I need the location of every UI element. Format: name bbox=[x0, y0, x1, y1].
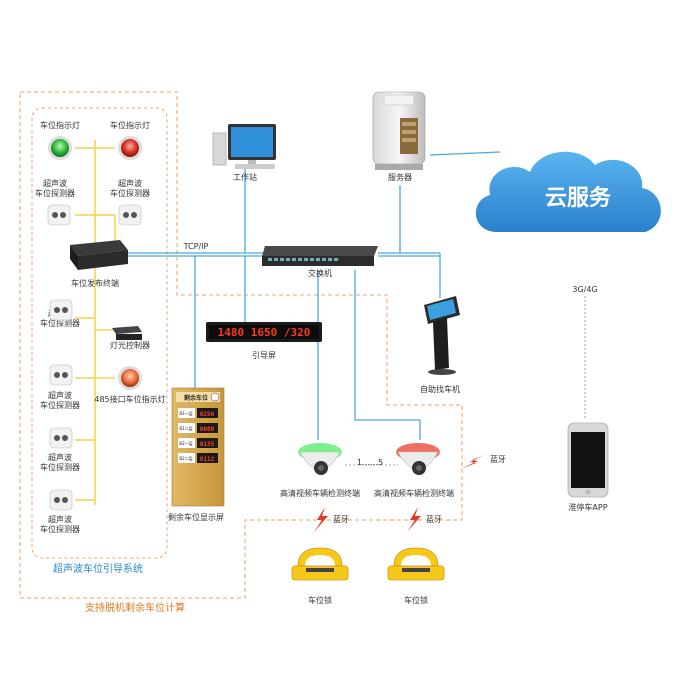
ultrasonic-detector-icon[interactable] bbox=[49, 299, 73, 321]
switch-icon[interactable] bbox=[262, 246, 378, 266]
ultrasonic-detector-icon[interactable] bbox=[49, 489, 73, 511]
switch-label: 交换机 bbox=[308, 268, 332, 278]
ultrasonic-label-6a: 超声波 bbox=[48, 514, 72, 524]
ultrasonic-label-1b: 车位探测器 bbox=[35, 188, 75, 198]
panel-row-value: 0112 bbox=[200, 456, 215, 463]
bluetooth-bolt-icon bbox=[314, 455, 484, 532]
camera-left-label: 高清视频车辆检测终端 bbox=[280, 488, 360, 498]
guide-screen-icon[interactable]: 1480 1650 /320 bbox=[206, 322, 322, 342]
indicator-light-red-icon[interactable] bbox=[118, 136, 142, 160]
ultrasonic-detector-icon[interactable] bbox=[49, 364, 73, 386]
tcpip-label: TCP/IP bbox=[183, 242, 209, 251]
light-controller-label: 灯光控制器 bbox=[110, 340, 150, 350]
panel-row-value: 0000 bbox=[200, 426, 215, 433]
phone-icon[interactable] bbox=[567, 422, 609, 498]
net-3g4g-label: 3G/4G bbox=[572, 285, 597, 294]
panel-row-value: 0256 bbox=[200, 411, 215, 418]
rs485-indicator-label: 485接口车位指示灯 bbox=[94, 394, 165, 404]
ultrasonic-label-3b: 车位探测器 bbox=[40, 318, 80, 328]
camera-link-range: 1……5 bbox=[357, 458, 383, 467]
cloud-label: 云服务 bbox=[545, 186, 612, 211]
parking-lock-label-2: 车位锁 bbox=[404, 595, 428, 605]
ultrasonic-detector-icon[interactable] bbox=[49, 427, 73, 449]
panel-row-label: B2二层 bbox=[179, 455, 192, 461]
remaining-display-label: 剩余车位显示屏 bbox=[168, 512, 224, 522]
ultrasonic-label-4a: 超声波 bbox=[48, 390, 72, 400]
panel-row-label: B2一层 bbox=[179, 440, 192, 446]
offline-calc-boundary bbox=[19, 91, 463, 599]
ultrasonic-label-4b: 车位探测器 bbox=[40, 400, 80, 410]
ultrasonic-system-label: 超声波车位引导系统 bbox=[53, 562, 143, 575]
camera-red-icon[interactable] bbox=[396, 443, 440, 475]
parking-lock-label-1: 车位锁 bbox=[308, 595, 332, 605]
guide-screen-led-text: 1480 1650 /320 bbox=[218, 326, 311, 339]
parking-app-label: 淮停车APP bbox=[568, 502, 607, 512]
ultrasonic-label-2b: 车位探测器 bbox=[110, 188, 150, 198]
parking-lock-icon[interactable] bbox=[291, 547, 349, 581]
camera-right-label: 高清视频车辆检测终端 bbox=[374, 488, 454, 498]
light-controller-icon[interactable] bbox=[112, 326, 142, 340]
panel-rows: B1一层 B1二层 B2一层 B2二层 0256 0000 0135 0112 bbox=[178, 408, 218, 463]
network-lines bbox=[128, 151, 586, 466]
cloud-service: 云服务 bbox=[475, 151, 661, 232]
ultrasonic-label-2a: 超声波 bbox=[118, 178, 142, 188]
panel-row-label: B1二层 bbox=[179, 425, 192, 431]
ultrasonic-detector-icon[interactable] bbox=[118, 204, 142, 226]
panel-row-label: B1一层 bbox=[179, 410, 192, 416]
indicator-light-green-icon[interactable] bbox=[48, 136, 72, 160]
ultrasonic-label-1a: 超声波 bbox=[43, 178, 67, 188]
kiosk-icon[interactable] bbox=[424, 296, 460, 375]
ultrasonic-label-6b: 车位探测器 bbox=[40, 524, 80, 534]
ultrasonic-label-5b: 车位探测器 bbox=[40, 462, 80, 472]
parking-lock-icon[interactable] bbox=[387, 547, 445, 581]
workstation-icon[interactable] bbox=[212, 124, 276, 169]
bluetooth-label-right: 蓝牙 bbox=[426, 514, 442, 524]
bluetooth-label-phone: 蓝牙 bbox=[490, 454, 506, 464]
server-label: 服务器 bbox=[388, 172, 412, 182]
server-icon[interactable] bbox=[372, 91, 426, 170]
bluetooth-label-left: 蓝牙 bbox=[333, 514, 349, 524]
camera-green-icon[interactable] bbox=[298, 443, 342, 475]
rs485-indicator-icon[interactable] bbox=[118, 366, 142, 390]
remaining-display-icon[interactable]: 剩余车位 B1一层 B1二层 B2一层 B2二层 0256 0000 0135 … bbox=[171, 387, 225, 507]
indicator-light-label-1: 车位指示灯 bbox=[40, 120, 80, 130]
panel-row-value: 0135 bbox=[200, 441, 215, 448]
offline-calc-label: 支持脱机剩余车位计算 bbox=[85, 601, 185, 614]
indicator-light-label-2: 车位指示灯 bbox=[110, 120, 150, 130]
panel-header: 剩余车位 bbox=[184, 394, 208, 402]
guide-screen-label: 引导屏 bbox=[252, 351, 276, 360]
publish-terminal-icon[interactable] bbox=[70, 240, 128, 270]
ultrasonic-label-5a: 超声波 bbox=[48, 452, 72, 462]
ultrasonic-bus-lines bbox=[75, 140, 116, 505]
publish-terminal-label: 车位发布终端 bbox=[71, 278, 119, 288]
workstation-label: 工作站 bbox=[233, 172, 257, 182]
ultrasonic-detector-icon[interactable] bbox=[47, 204, 71, 226]
kiosk-label: 自助找车机 bbox=[420, 384, 460, 394]
